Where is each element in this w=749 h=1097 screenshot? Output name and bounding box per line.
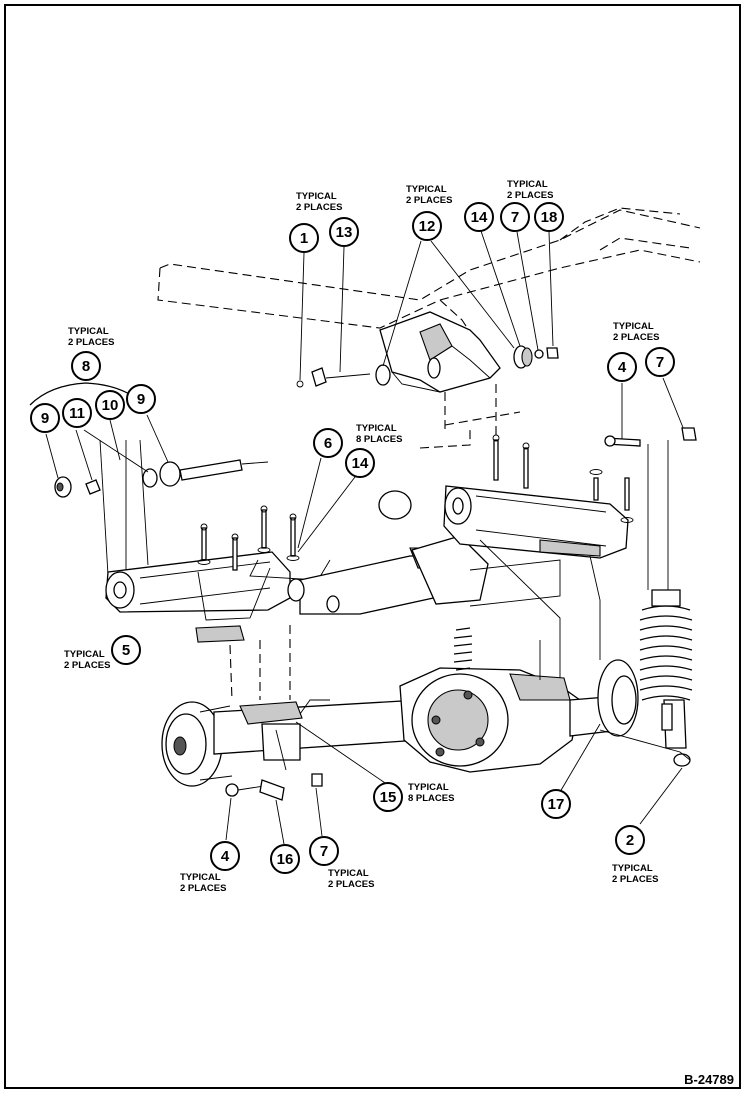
callout-label-5: 5 (122, 642, 130, 659)
callout-9-left: 9 (30, 403, 60, 433)
callout-label-11: 11 (69, 405, 85, 422)
note-typical-2: TYPICAL 2 PLACES (612, 863, 658, 885)
callout-label-10: 10 (102, 397, 119, 414)
note-typical-4-7-right: TYPICAL 2 PLACES (613, 321, 659, 343)
svg-text:TYPICAL: TYPICAL (408, 782, 449, 793)
callout-4-right: 4 (607, 352, 637, 382)
callout-label-16: 16 (277, 851, 294, 868)
callout-14-top: 14 (464, 202, 494, 232)
callout-12: 12 (412, 211, 442, 241)
callout-label-7-right: 7 (656, 354, 664, 371)
left-u-bolts (197, 457, 359, 581)
callout-4-bottom: 4 (210, 841, 240, 871)
svg-text:TYPICAL: TYPICAL (296, 191, 337, 202)
right-trailing-arm (443, 434, 634, 680)
svg-text:2 PLACES: 2 PLACES (406, 195, 452, 206)
callout-label-9-left: 9 (41, 410, 49, 427)
callout-label-2: 2 (626, 832, 634, 849)
callout-label-1: 1 (300, 230, 308, 247)
callout-label-12: 12 (419, 218, 436, 235)
callout-5: 5 (111, 635, 141, 665)
callout-label-14-mid: 14 (352, 455, 369, 472)
svg-text:2 PLACES: 2 PLACES (64, 660, 110, 671)
callout-label-4-right: 4 (618, 359, 627, 376)
svg-text:8 PLACES: 8 PLACES (408, 793, 454, 804)
note-typical-1: TYPICAL 2 PLACES (296, 191, 342, 213)
svg-text:TYPICAL: TYPICAL (64, 649, 105, 660)
note-typical-6: TYPICAL 8 PLACES (356, 423, 402, 445)
frame-mount-bracket (379, 311, 501, 393)
callout-14-mid: 14 (345, 448, 375, 478)
cross-member (287, 490, 561, 615)
svg-text:2 PLACES: 2 PLACES (613, 332, 659, 343)
callout-label-4-bottom: 4 (221, 848, 230, 865)
callout-11: 11 (62, 398, 92, 428)
svg-text:TYPICAL: TYPICAL (613, 321, 654, 332)
left-trailing-arm (99, 439, 291, 701)
callout-15: 15 (373, 782, 403, 812)
callout-label-9-right: 9 (137, 391, 145, 408)
note-typical-7-bottom: TYPICAL 2 PLACES (328, 868, 374, 890)
svg-text:2 PLACES: 2 PLACES (507, 190, 553, 201)
bottom-hardware (225, 721, 683, 845)
callout-label-8: 8 (82, 358, 90, 375)
note-typical-8: TYPICAL 2 PLACES (68, 326, 114, 348)
callout-2: 2 (615, 825, 645, 855)
note-typical-15: TYPICAL 8 PLACES (408, 782, 454, 804)
figure-id: B-24789 (684, 1072, 734, 1087)
svg-text:TYPICAL: TYPICAL (68, 326, 109, 337)
svg-text:2 PLACES: 2 PLACES (328, 879, 374, 890)
rear-axle-assembly (161, 627, 691, 787)
callout-9-right: 9 (126, 384, 156, 414)
shock-absorber (604, 377, 697, 767)
callout-17: 17 (541, 789, 571, 819)
frame-outline (157, 207, 701, 449)
callout-label-17: 17 (548, 796, 565, 813)
callout-1: 1 (289, 223, 319, 253)
svg-text:2 PLACES: 2 PLACES (612, 874, 658, 885)
svg-text:TYPICAL: TYPICAL (406, 184, 447, 195)
callouts: 1 13 12 14 7 18 8 9 11 10 9 4 7 6 14 5 1… (30, 202, 675, 874)
callout-label-14-top: 14 (471, 209, 488, 226)
callout-18: 18 (534, 202, 564, 232)
svg-text:8 PLACES: 8 PLACES (356, 434, 402, 445)
note-typical-5: TYPICAL 2 PLACES (64, 649, 110, 671)
callout-10: 10 (95, 390, 125, 420)
callout-7-top: 7 (500, 202, 530, 232)
callout-label-7-bottom: 7 (320, 843, 328, 860)
note-typical-12: TYPICAL 2 PLACES (406, 184, 452, 206)
page-border (4, 4, 741, 1089)
callout-label-13: 13 (336, 224, 353, 241)
svg-text:TYPICAL: TYPICAL (356, 423, 397, 434)
pivot-bolt-assembly (29, 382, 269, 498)
top-mount-hardware (296, 345, 559, 388)
callout-6: 6 (313, 428, 343, 458)
note-typical-4-bottom: TYPICAL 2 PLACES (180, 872, 226, 894)
svg-text:2 PLACES: 2 PLACES (68, 337, 114, 348)
svg-text:TYPICAL: TYPICAL (507, 179, 548, 190)
callout-label-7-top: 7 (511, 209, 519, 226)
svg-text:TYPICAL: TYPICAL (328, 868, 369, 879)
svg-text:2 PLACES: 2 PLACES (296, 202, 342, 213)
callout-label-6: 6 (324, 435, 332, 452)
typical-notes: TYPICAL 2 PLACES TYPICAL 2 PLACES TYPICA… (64, 179, 659, 894)
callout-7-right: 7 (645, 347, 675, 377)
callout-label-15: 15 (380, 789, 397, 806)
callout-8: 8 (71, 351, 101, 381)
svg-text:2 PLACES: 2 PLACES (180, 883, 226, 894)
leader-lines-top (299, 230, 554, 440)
callout-13: 13 (329, 217, 359, 247)
callout-label-18: 18 (541, 209, 558, 226)
svg-text:TYPICAL: TYPICAL (612, 863, 653, 874)
note-typical-14-7-18: TYPICAL 2 PLACES (507, 179, 553, 201)
callout-7-bottom: 7 (309, 836, 339, 866)
callout-16: 16 (270, 844, 300, 874)
svg-text:TYPICAL: TYPICAL (180, 872, 221, 883)
